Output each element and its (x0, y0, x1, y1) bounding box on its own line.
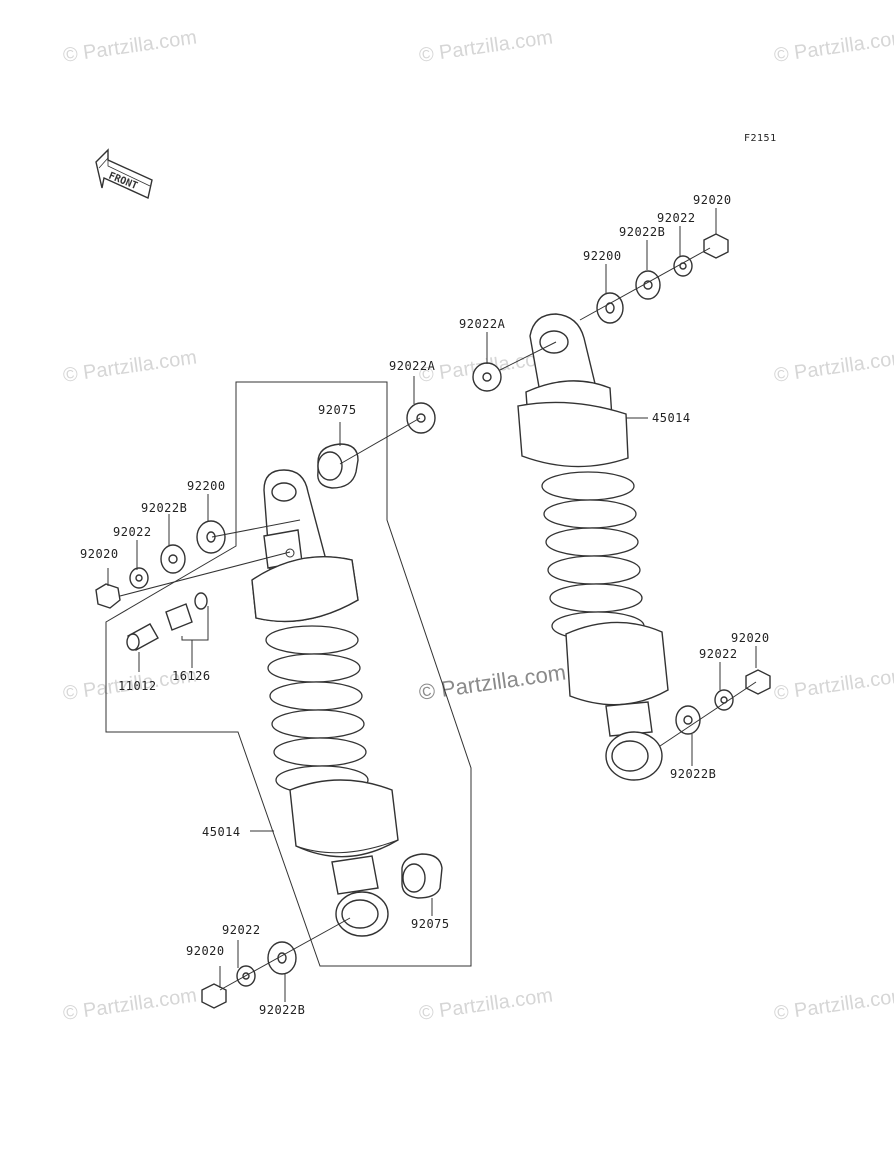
watermark: © Partzilla.com (773, 984, 894, 1025)
left-shock-absorber (251, 469, 399, 937)
label-92022-bottom: 92022 (222, 923, 261, 937)
front-arrow-icon: FRONT (95, 148, 153, 199)
label-11012: 11012 (118, 679, 157, 693)
label-45014-left: 45014 (202, 825, 241, 839)
right-hardware (472, 233, 771, 735)
label-92020-right-bottom: 92020 (731, 631, 770, 645)
watermark: © Partzilla.com (773, 26, 894, 67)
label-92200-right: 92200 (583, 249, 622, 263)
right-leader-lines (486, 208, 757, 766)
label-92022-right-bottom: 92022 (699, 647, 738, 661)
part-labels: 92020 92022 92022B 92200 92075 92022A 11… (80, 193, 770, 1017)
label-92020: 92020 (80, 547, 119, 561)
label-92075-bottom: 92075 (411, 917, 450, 931)
label-16126: 16126 (172, 669, 211, 683)
right-shock-absorber (517, 313, 669, 781)
watermark: © Partzilla.com (418, 984, 555, 1025)
left-assembly-outline (105, 381, 472, 967)
label-92022b-right-bottom: 92022B (670, 767, 716, 781)
label-92022b-bottom: 92022B (259, 1003, 305, 1017)
label-45014-right: 45014 (652, 411, 691, 425)
label-92075-top: 92075 (318, 403, 357, 417)
label-92022-right-top: 92022 (657, 211, 696, 225)
watermark: © Partzilla.com (773, 346, 894, 387)
figure-code: F2151 (744, 133, 777, 144)
watermark: © Partzilla.com (62, 984, 199, 1025)
label-92022a-left: 92022A (389, 359, 436, 373)
label-92020-right-top: 92020 (693, 193, 732, 207)
left-leader-lines (107, 376, 433, 1002)
label-92022a-right: 92022A (459, 317, 506, 331)
label-92022b-right-top: 92022B (619, 225, 665, 239)
label-92022b: 92022B (141, 501, 187, 515)
left-hardware (95, 402, 443, 1009)
watermark: © Partzilla.com (62, 26, 199, 67)
label-92200: 92200 (187, 479, 226, 493)
watermark: © Partzilla.com (418, 26, 555, 67)
watermarks: © Partzilla.com © Partzilla.com © Partzi… (62, 26, 894, 1025)
label-92022: 92022 (113, 525, 152, 539)
watermark-center: © Partzilla.com (417, 660, 567, 705)
watermark: © Partzilla.com (773, 664, 894, 705)
watermark: © Partzilla.com (62, 346, 199, 387)
label-92020-bottom: 92020 (186, 944, 225, 958)
